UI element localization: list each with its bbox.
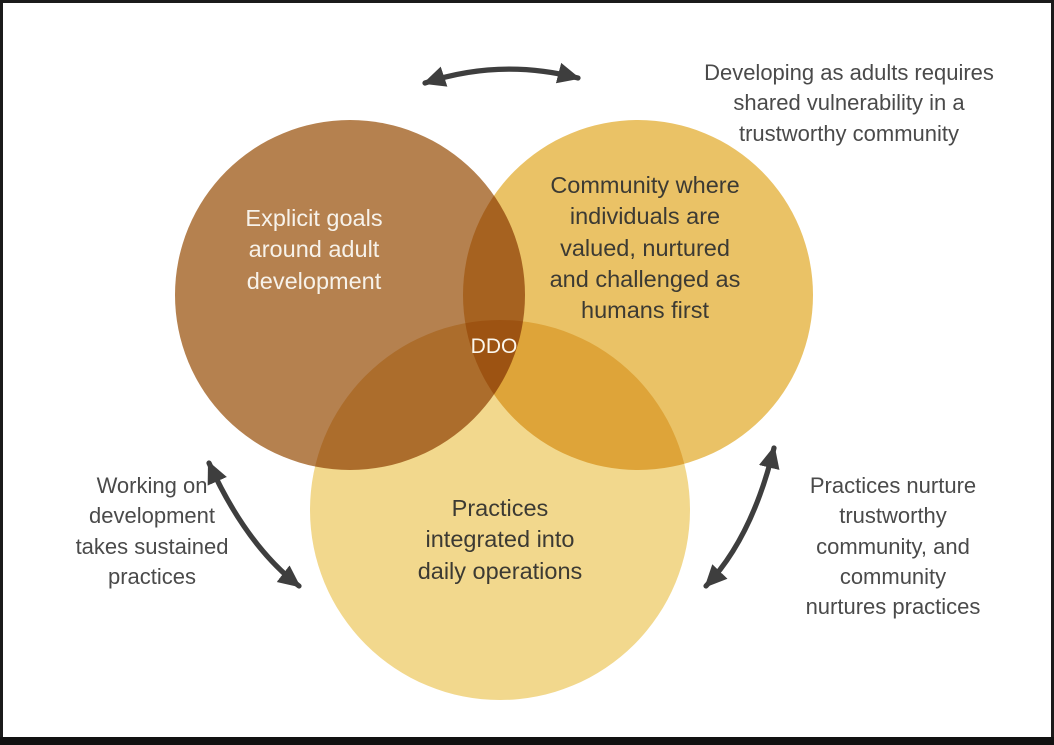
caption-top-right: Developing as adults requires shared vul… (704, 60, 994, 146)
venn-circle-practices (310, 320, 690, 700)
frame-border-bottom (0, 737, 1054, 745)
frame-border-top (0, 0, 1054, 3)
frame-border-left (0, 0, 3, 745)
frame-border-right (1051, 0, 1054, 745)
caption-bottom-right: Practices nurture trustworthy community,… (805, 473, 981, 620)
caption-bottom-left: Working on development takes sustained p… (75, 473, 229, 590)
